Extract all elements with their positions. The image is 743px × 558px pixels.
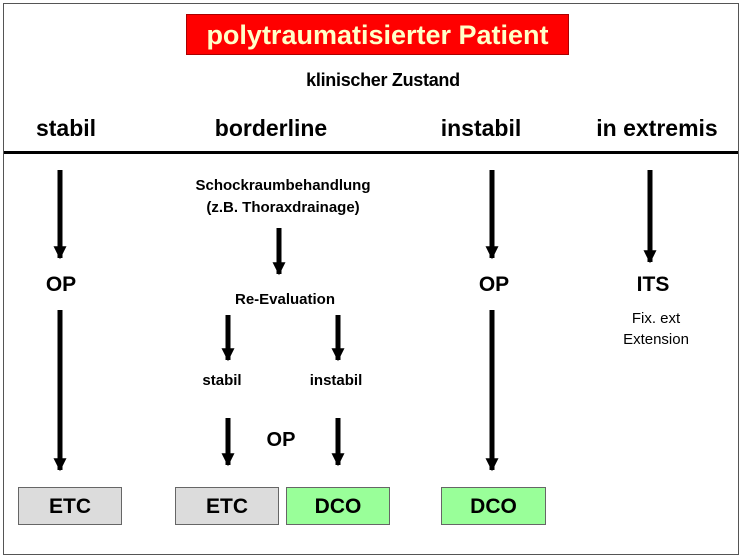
its-label: ITS <box>636 273 670 296</box>
header-in-extremis: in extremis <box>596 115 718 141</box>
borderline-dco-box: DCO <box>286 487 390 525</box>
header-stabil: stabil <box>35 115 97 141</box>
instabil-op: OP <box>478 273 510 296</box>
borderline-step1-line2: (z.B. Thoraxdrainage) <box>206 199 360 216</box>
extension-note: Extension <box>623 331 689 348</box>
re-evaluation: Re-Evaluation <box>234 291 336 308</box>
borderline-branch-stabil: stabil <box>202 372 242 389</box>
slide-frame <box>3 3 739 555</box>
stabil-op: OP <box>45 273 77 296</box>
borderline-op: OP <box>266 429 296 451</box>
borderline-etc-box: ETC <box>175 487 279 525</box>
header-borderline: borderline <box>214 115 328 141</box>
fix-ext-note: Fix. ext <box>631 310 681 327</box>
header-instabil: instabil <box>440 115 522 141</box>
subtitle: klinischer Zustand <box>306 70 460 90</box>
instabil-dco-box: DCO <box>441 487 546 525</box>
header-divider <box>4 151 738 154</box>
borderline-branch-instabil: instabil <box>309 372 363 389</box>
title-box: polytraumatisierter Patient <box>186 14 569 55</box>
stabil-etc-box: ETC <box>18 487 122 525</box>
borderline-step1-line1: Schockraumbehandlung <box>195 177 371 194</box>
